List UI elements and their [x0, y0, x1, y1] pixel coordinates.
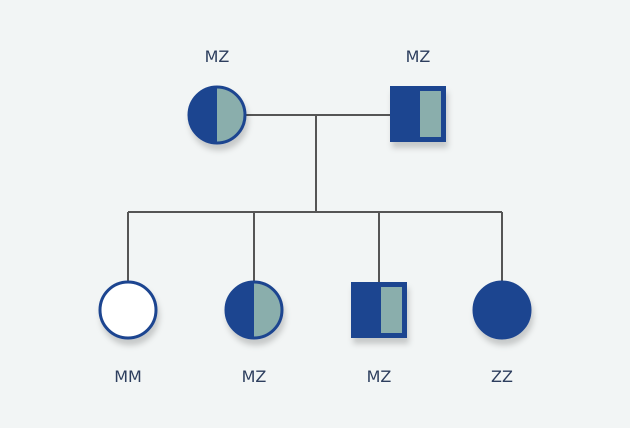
child-3-symbol: [351, 282, 407, 338]
relationship-lines: [127, 114, 503, 282]
child-3-genotype-label: MZ: [366, 367, 392, 386]
individual-symbols: [98, 85, 532, 340]
father-symbol: [390, 86, 446, 142]
child-2-genotype-label: MZ: [241, 367, 267, 386]
child-2-symbol: [224, 280, 284, 340]
father-genotype-label: MZ: [405, 47, 431, 66]
child-1-genotype-label: MM: [114, 367, 142, 386]
mother-symbol: [187, 85, 247, 145]
child-4-genotype-label: ZZ: [491, 367, 513, 386]
child-1-symbol: [98, 280, 158, 340]
mother-genotype-label: MZ: [204, 47, 230, 66]
child-4-symbol: [472, 280, 532, 340]
